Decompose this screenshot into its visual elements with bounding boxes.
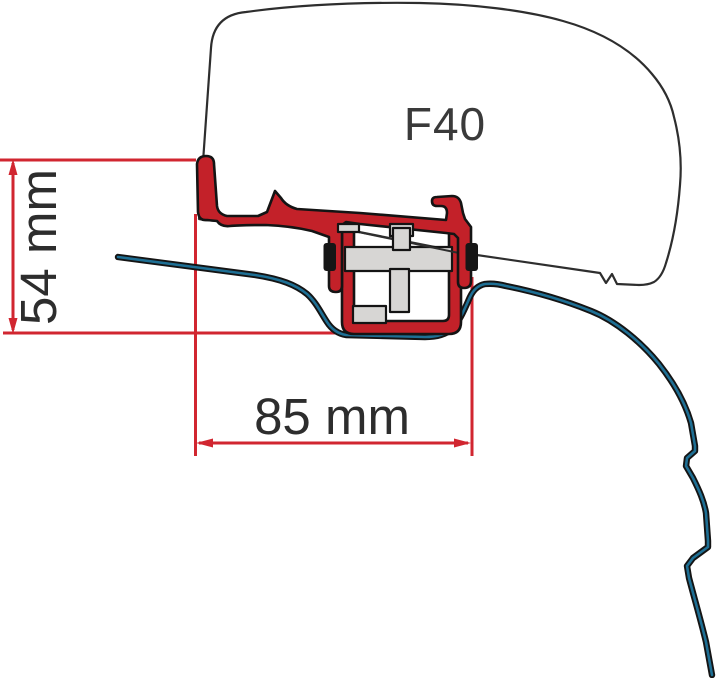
vehicle-roof-profile (114, 253, 716, 678)
adapter-bracket (195, 154, 479, 336)
rubber-pad-right (465, 243, 478, 271)
lower-bolt-stem (388, 267, 411, 314)
rubber-pad-left (323, 243, 336, 271)
arrowhead-85-left (196, 438, 213, 448)
spacer-strip (336, 222, 361, 234)
roof-profile-blue-line (116, 255, 714, 677)
arrowhead-85-right (454, 438, 471, 448)
nut-block (351, 304, 388, 325)
upper-bolt-stem (391, 226, 412, 252)
bracket-hook-arm (195, 154, 473, 294)
arrowhead-54-up (8, 159, 18, 175)
awning-model-label: F40 (404, 98, 486, 150)
dimension-54mm-label: 54 mm (10, 169, 67, 325)
dimension-85mm-label: 85 mm (254, 388, 410, 445)
arrowhead-54-down (8, 318, 18, 334)
